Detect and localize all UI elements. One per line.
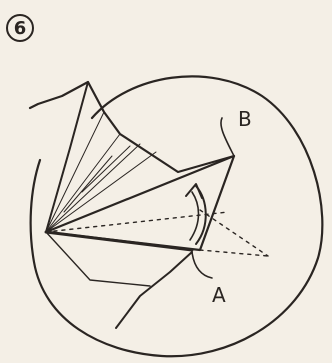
point-a-label: A bbox=[212, 283, 226, 307]
point-b-label: B bbox=[238, 107, 252, 131]
step-number: 6 bbox=[14, 18, 27, 39]
